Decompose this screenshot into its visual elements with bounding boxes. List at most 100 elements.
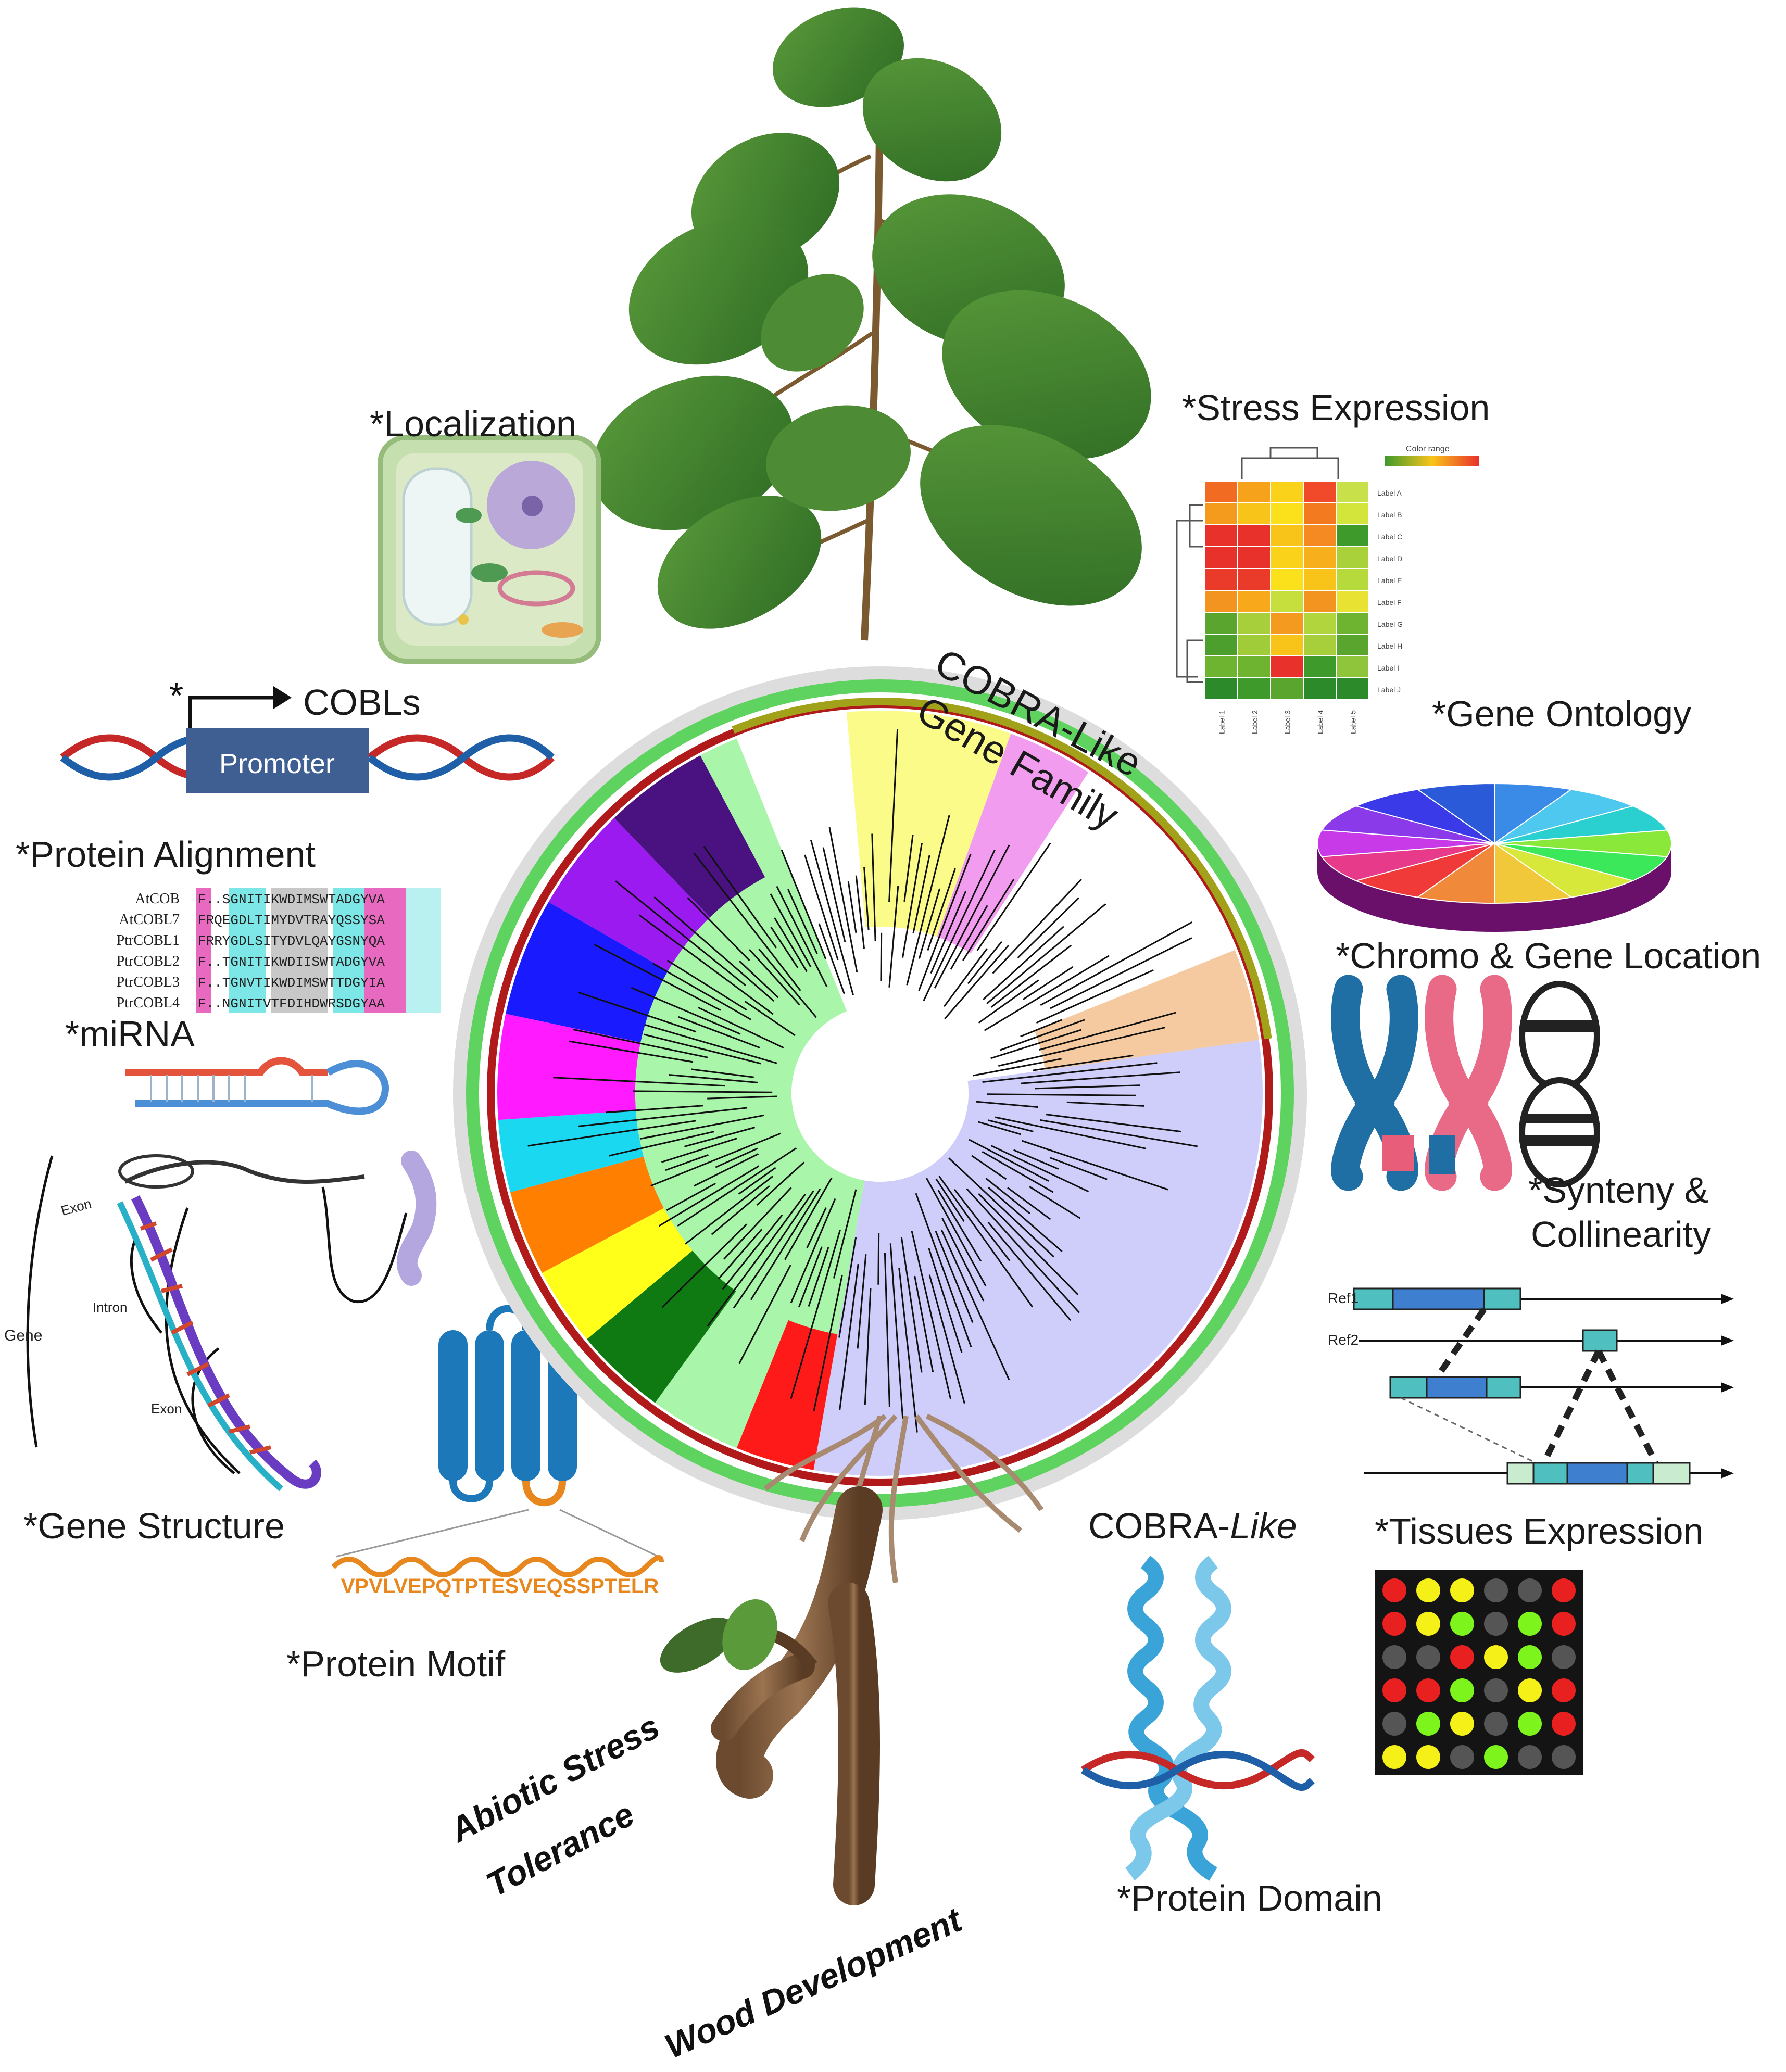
heatmap-cell xyxy=(1337,482,1368,502)
clade-sector xyxy=(1034,950,1259,1070)
tree-branch xyxy=(1040,1119,1198,1147)
tree-branch xyxy=(578,1107,748,1127)
heatmap-cell xyxy=(1238,569,1270,590)
tissue-dot xyxy=(1450,1678,1474,1702)
tree-branch xyxy=(1066,1101,1144,1107)
tree-branch xyxy=(948,1157,1054,1258)
promoter-box xyxy=(186,728,369,793)
tree-branch xyxy=(665,1154,709,1171)
localization-label: *Localization xyxy=(370,403,576,444)
heatmap-cell xyxy=(1337,591,1368,612)
tree-branch xyxy=(644,1024,777,1064)
tree-branch xyxy=(527,1120,696,1147)
tree-branch xyxy=(694,1153,759,1187)
clade-sector xyxy=(846,710,1011,937)
promoter-dna-icon xyxy=(60,686,555,793)
tree-center xyxy=(791,1005,969,1182)
tree-branch xyxy=(684,1127,756,1147)
tree-branch xyxy=(738,1265,791,1365)
clade-sector xyxy=(937,734,1089,954)
tissue-dot xyxy=(1416,1645,1440,1669)
pie-slice xyxy=(1354,789,1495,844)
tree-branch xyxy=(990,1145,1089,1193)
tree-branch xyxy=(798,1246,823,1308)
pie-slice xyxy=(1320,805,1495,844)
heatmap-cell xyxy=(1271,591,1303,612)
tree-branch xyxy=(923,849,996,1002)
tissue-dot xyxy=(1382,1712,1406,1736)
tree-branch xyxy=(962,878,1015,961)
tree-branch xyxy=(906,815,950,986)
tree-branch xyxy=(988,1186,1063,1253)
tree-branch xyxy=(707,1193,806,1327)
pie-slice xyxy=(1494,789,1634,844)
tree-branch xyxy=(1013,1149,1059,1170)
tree-branch xyxy=(928,1248,963,1353)
chromosome-icon xyxy=(1331,975,1600,1191)
tree-branch xyxy=(828,827,858,972)
tree-branch xyxy=(978,979,1039,1024)
tree-branch xyxy=(914,1275,934,1372)
heatmap-cell xyxy=(1205,678,1237,699)
tree-branch xyxy=(711,1185,770,1235)
tree-branch xyxy=(818,923,845,994)
alignment-sequence: F..TGNVTIKWDIMSWTTDGYIA xyxy=(198,975,385,991)
heatmap-cell xyxy=(1304,569,1336,590)
tree-branch xyxy=(810,840,854,995)
tree-branch xyxy=(918,888,941,959)
heatmap-cell xyxy=(1304,656,1336,677)
tissue-dot xyxy=(1518,1612,1542,1636)
tree-branch xyxy=(1039,1012,1176,1051)
tissue-dot xyxy=(1518,1678,1542,1702)
tree-branch xyxy=(758,948,817,1018)
tree-branch xyxy=(982,1062,1158,1083)
tree-branch xyxy=(1040,921,1192,1006)
tree-branch xyxy=(953,1189,1011,1261)
tissue-dot xyxy=(1450,1612,1474,1636)
alignment-sequence: FRRYGDLSITYDVLQAYGSNYQA xyxy=(198,933,385,949)
heatmap-cell xyxy=(1271,503,1303,524)
pie-slice xyxy=(1494,829,1672,857)
tissue-dot xyxy=(1552,1678,1576,1702)
tissue-dot xyxy=(1484,1578,1508,1602)
tree-branch xyxy=(838,1237,857,1338)
tree-branch xyxy=(833,1189,857,1279)
alignment-sequence: F..NGNITVTFDIHDWRSDGYAA xyxy=(198,996,385,1012)
heatmap-cell xyxy=(1304,482,1336,502)
tree-branch xyxy=(976,842,1051,951)
tree-branch xyxy=(889,1243,904,1419)
pie-slice xyxy=(1494,843,1668,881)
clade-sector xyxy=(971,772,1235,1031)
protein-motif-label: *Protein Motif xyxy=(286,1644,506,1684)
tree-branch xyxy=(903,835,914,902)
heatmap-cell xyxy=(1337,569,1368,590)
tissue-dot xyxy=(1484,1745,1508,1769)
heatmap-cell xyxy=(1304,547,1336,568)
tree-branch xyxy=(940,1229,1010,1380)
coiled-coil-protein-icon xyxy=(1081,1556,1315,1881)
alignment-name: PtrCOBL4 xyxy=(117,995,180,1011)
tree-branch xyxy=(578,991,697,1033)
tree-branch xyxy=(877,1232,880,1285)
alignment-name: AtCOB xyxy=(135,891,180,907)
heatmap-cell xyxy=(1205,547,1237,568)
tree-branch xyxy=(661,1223,748,1308)
tree-branch xyxy=(691,1068,754,1078)
heatmap-row-label: Label J xyxy=(1377,686,1401,694)
heatmap-cell xyxy=(1238,547,1270,568)
heatmap-cell xyxy=(1238,482,1270,502)
tree-branch xyxy=(774,917,808,972)
heatmap-cell xyxy=(1271,613,1303,634)
heatmap-cell xyxy=(1337,656,1368,677)
cobls-label: COBLs xyxy=(303,682,421,723)
heatmap-col-label: Label 3 xyxy=(1284,710,1292,734)
heatmap-row-label: Label A xyxy=(1377,489,1402,497)
tree-branch xyxy=(707,1095,777,1100)
heatmap-row-label: Label H xyxy=(1377,642,1402,650)
wood-development-label: Wood Development xyxy=(659,1900,969,2066)
tree-branch xyxy=(822,847,846,943)
gene-structure-icon xyxy=(26,1151,437,1492)
tree-branch xyxy=(749,949,800,1006)
